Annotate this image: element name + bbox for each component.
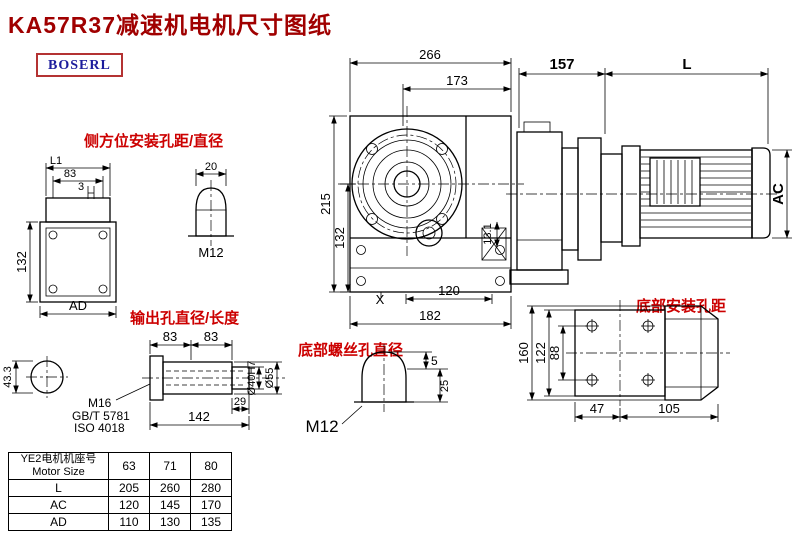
col-63: 63: [108, 452, 150, 480]
brand-logo: BOSERL: [36, 53, 123, 77]
side-view-motor-group: 157 L AC: [506, 56, 792, 285]
label-m12-bottom: M12: [305, 417, 338, 436]
label-m12-side: M12: [198, 245, 223, 260]
label-gb-standard: GB/T 5781: [72, 409, 130, 423]
table-row-L: L 205 260 280: [8, 479, 232, 497]
dim-29: 29: [234, 396, 246, 408]
dim-55: Ø55: [264, 368, 276, 389]
dim-ad: AD: [69, 298, 87, 313]
dim-120: 120: [438, 283, 460, 298]
side-panel-view-group: L1 83 3 132 AD: [14, 155, 234, 318]
dim-160: 160: [516, 342, 531, 364]
page-title: KA57R37减速机电机尺寸图纸: [8, 12, 332, 38]
dim-88: 88: [547, 346, 562, 360]
dim-x: X: [376, 292, 385, 307]
row-label-AD: AD: [8, 513, 109, 531]
row-label-L: L: [8, 479, 109, 497]
col-80: 80: [190, 452, 232, 480]
dim-47: 47: [590, 401, 604, 416]
dim-L: L: [682, 56, 691, 73]
table-row-header: YE2电机机座号 Motor Size 63 71 80: [8, 452, 232, 480]
dim-157: 157: [549, 56, 574, 73]
cell-AC-80: 170: [190, 496, 232, 514]
label-m16: M16: [88, 396, 112, 410]
cell-AC-63: 120: [108, 496, 150, 514]
cell-AD-80: 135: [190, 513, 232, 531]
dim-83-side: 83: [64, 168, 76, 180]
cell-L-63: 205: [108, 479, 150, 497]
dim-266: 266: [419, 47, 441, 62]
annotation-output-hole: 输出孔直径/长度: [130, 310, 240, 327]
dim-142: 142: [188, 409, 210, 424]
dim-132-main: 132: [332, 227, 347, 249]
dim-83-b: 83: [204, 329, 218, 344]
label-iso-standard: ISO 4018: [74, 421, 125, 435]
dim-122: 122: [533, 342, 548, 364]
cell-L-80: 280: [190, 479, 232, 497]
annotation-bottom-screw: 底部螺丝孔直径: [298, 342, 404, 359]
cell-AD-63: 110: [108, 513, 150, 531]
dim-132-side: 132: [14, 251, 29, 273]
brand-logo-text: BOSERL: [48, 58, 111, 73]
dim-5: 5: [431, 354, 438, 368]
cell-AC-71: 145: [149, 496, 191, 514]
front-view-group: 266 173 215 132 120 182: [318, 47, 524, 329]
row-label-AC: AC: [8, 496, 109, 514]
dim-83-a: 83: [163, 329, 177, 344]
dim-3: 3: [78, 181, 84, 193]
dim-20: 20: [205, 161, 217, 173]
motor-size-header-en: Motor Size: [32, 466, 85, 478]
dim-25: 25: [439, 380, 451, 392]
col-71: 71: [149, 452, 191, 480]
motor-size-header: YE2电机机座号 Motor Size: [8, 452, 109, 480]
output-shaft-view-group: 43.3 83 83 M16 GB/T 5781 ISO 4018: [2, 329, 285, 435]
motor-size-header-cn: YE2电机机座号: [20, 453, 97, 465]
dim-40h7: Ø40H7: [246, 361, 258, 396]
dim-182: 182: [419, 308, 441, 323]
annotation-side-mount: 侧方位安装孔距/直径: [84, 133, 224, 150]
dim-l1: L1: [50, 155, 62, 167]
cell-AD-71: 130: [149, 513, 191, 531]
bottom-view-group: 160 122 88 47 105: [516, 300, 730, 422]
table-row-AC: AC 120 145 170: [8, 496, 232, 514]
dim-105: 105: [658, 401, 680, 416]
bottom-plug-view-group: M12 5 25: [305, 344, 451, 436]
dim-13-1: 13.1: [482, 223, 494, 244]
dim-43-3: 43.3: [2, 366, 14, 387]
dim-173: 173: [446, 73, 468, 88]
dim-ac: AC: [770, 183, 787, 205]
table-row-AD: AD 110 130 135: [8, 513, 232, 531]
cell-L-71: 260: [149, 479, 191, 497]
dim-215: 215: [318, 193, 333, 215]
motor-size-table: YE2电机机座号 Motor Size 63 71 80 L 205 260 2…: [8, 452, 232, 531]
